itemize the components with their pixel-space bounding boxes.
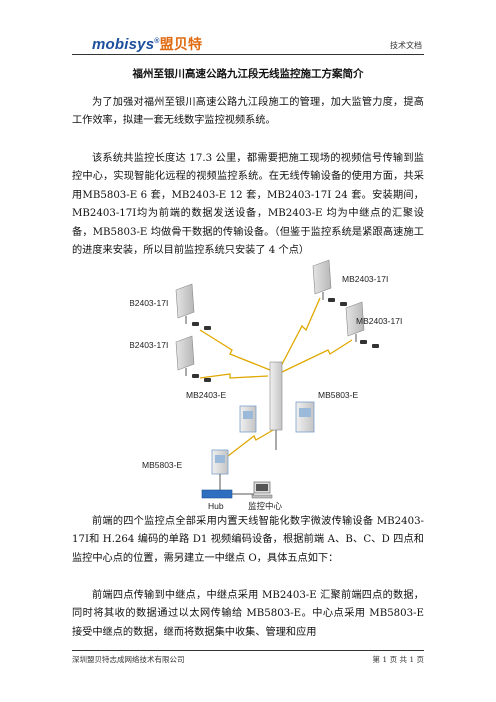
wireless-links	[199, 297, 353, 457]
relay-box-left	[239, 405, 257, 433]
paragraph-intro: 为了加强对福州至银川高速公路九江段施工的管理，加大监管力度，提高工作效率，拟建一…	[72, 97, 424, 127]
page-header: mobisys®盟贝特 技术文档	[72, 28, 424, 55]
relay-box-right	[295, 401, 315, 433]
paragraph-system: 该系统共监控长度达 17.3 公里，都需要把施工现场的视频信号传输到监控中心，实…	[72, 153, 424, 257]
relay-tower	[269, 361, 283, 450]
company-logo: mobisys®盟贝特	[92, 36, 203, 53]
label-relay-left: MB2403-E	[186, 390, 226, 400]
center-radio-box	[211, 449, 229, 492]
network-diagram: MB2403-17I MB2403-17I MB2403-17I MB2403-…	[122, 250, 420, 512]
label-front-left: MB2403-17I	[130, 340, 168, 350]
label-monitor-center: 监控中心	[248, 501, 283, 511]
antenna-panel-top-right	[312, 259, 332, 300]
page-footer: 深圳盟贝特志成网络技术有限公司 第 1 页 共 1 页	[72, 650, 424, 665]
label-center-radio: MB5803-E	[142, 460, 182, 470]
footer-page-number: 第 1 页 共 1 页	[372, 655, 424, 664]
document-type-label: 技术文档	[390, 41, 422, 50]
antenna-panel-left	[175, 335, 195, 376]
paragraph-front-points: 前端的四个监控点全部采用内置天线智能化数字微波传输设备 MB2403-17I和 …	[72, 516, 424, 564]
label-front-top-right: MB2403-17I	[342, 274, 388, 284]
paragraph-relay: 前端四点传输到中继点，中继点采用 MB2403-E 汇聚前端四点的数据，同时将其…	[72, 590, 424, 638]
label-hub: Hub	[208, 501, 224, 511]
antenna-panel-right	[345, 301, 365, 342]
logo-text-cn: 盟贝特	[159, 36, 203, 52]
footer-company: 深圳盟贝特志成网络技术有限公司	[72, 655, 185, 664]
label-front-right: MB2403-17I	[356, 316, 402, 326]
hub-device	[201, 489, 254, 499]
camera-icon	[192, 298, 379, 382]
antenna-panel-top-left	[175, 283, 195, 324]
logo-text-en: mobisys	[92, 36, 155, 53]
document-title: 福州至银川高速公路九江段无线监控施工方案简介	[132, 68, 364, 80]
network-diagram-svg: MB2403-17I MB2403-17I MB2403-17I MB2403-…	[122, 259, 402, 511]
label-front-top-left: MB2403-17I	[130, 298, 168, 308]
monitor-computer	[251, 481, 273, 499]
label-relay-right: MB5803-E	[318, 390, 358, 400]
